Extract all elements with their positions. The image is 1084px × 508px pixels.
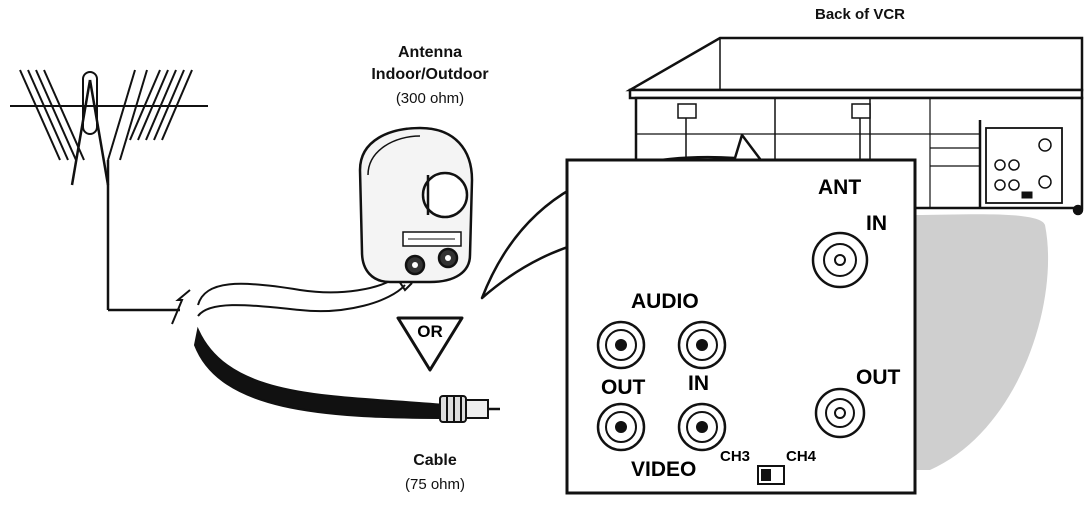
audio-out-jack[interactable] — [596, 320, 646, 370]
ant-out-jack[interactable] — [814, 387, 866, 439]
antenna-ohm-label: (300 ohm) — [395, 90, 465, 107]
panel-shadow — [915, 214, 1049, 470]
out-right-label: OUT — [856, 366, 901, 389]
vcr-body — [625, 36, 1084, 216]
video-out-jack[interactable] — [596, 402, 646, 452]
antenna-type-label: Indoor/Outdoor — [371, 66, 489, 83]
coax-cable — [193, 326, 450, 420]
ant-in-jack[interactable] — [811, 231, 869, 289]
or-triangle — [396, 316, 464, 372]
out-left-label: OUT — [601, 376, 646, 399]
indoor-antenna-icon — [358, 126, 474, 284]
cable-label: Cable — [413, 452, 457, 469]
rooftop-antenna-icon — [10, 69, 208, 325]
video-label: VIDEO — [631, 458, 697, 481]
ant-in-label: IN — [866, 212, 887, 235]
or-label: OR — [417, 322, 443, 341]
audio-label: AUDIO — [631, 290, 699, 313]
f-connector-icon — [439, 395, 500, 423]
channel-switch[interactable] — [757, 465, 785, 485]
video-in-jack[interactable] — [677, 402, 727, 452]
cable-ohm-label: (75 ohm) — [404, 476, 466, 493]
ant-label: ANT — [818, 176, 862, 199]
ch3-label: CH3 — [720, 448, 751, 465]
antenna-label: Antenna — [398, 44, 462, 61]
back-of-vcr-label: Back of VCR — [814, 6, 906, 23]
ch4-label: CH4 — [786, 448, 817, 465]
audio-in-jack[interactable] — [677, 320, 727, 370]
in-mid-label: IN — [688, 372, 709, 395]
